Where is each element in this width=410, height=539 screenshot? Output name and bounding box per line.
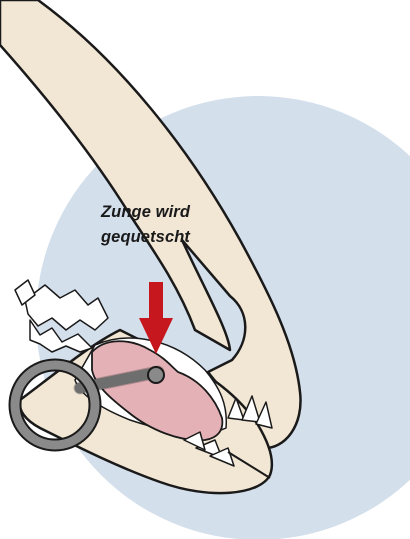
tongue-pressure-label: Zunge wird gequetscht <box>40 200 190 250</box>
caption-line-1: Zunge wird <box>40 200 190 225</box>
bit-joint <box>148 367 164 383</box>
caption-line-2: gequetscht <box>40 225 190 250</box>
